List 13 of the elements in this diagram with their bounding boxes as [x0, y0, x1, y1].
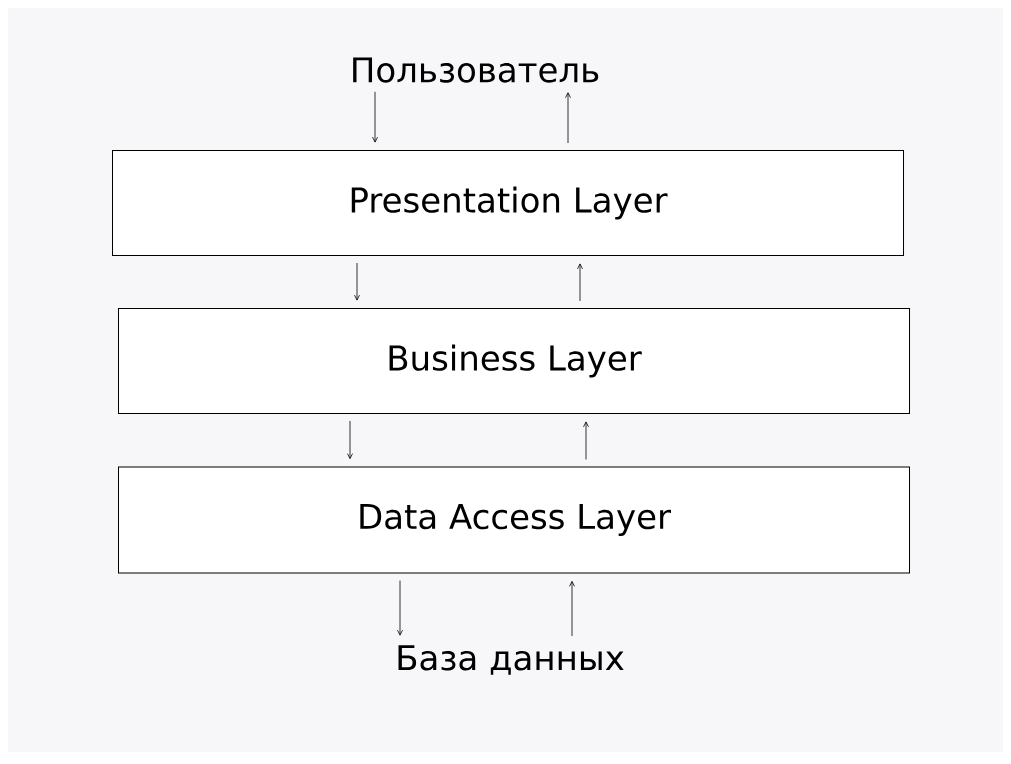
arrow — [565, 92, 571, 144]
arrow — [372, 91, 378, 143]
layer-box: Business Layer — [118, 308, 910, 414]
layer-box: Data Access Layer — [118, 466, 910, 574]
endpoint-label: Пользователь — [353, 57, 599, 83]
arrow — [354, 262, 360, 301]
arrow — [583, 421, 589, 460]
arrow — [569, 581, 575, 637]
endpoint-label: База данных — [398, 645, 624, 675]
layer-box: Presentation Layer — [112, 150, 904, 256]
arrow — [397, 580, 403, 636]
arrow — [577, 263, 583, 302]
arrow — [347, 420, 353, 459]
